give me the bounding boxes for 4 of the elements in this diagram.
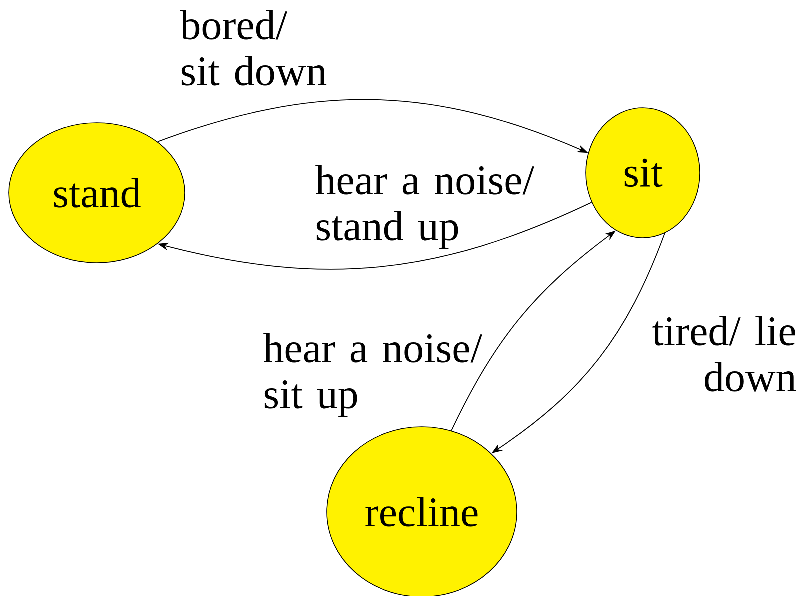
edge-label: bored/ sit down: [180, 10, 327, 86]
edge-label: tired/ lie down: [652, 316, 796, 392]
edge-label: hear a noise/ sit up: [264, 333, 482, 418]
edge-label: hear a noise/ stand up: [316, 165, 534, 250]
